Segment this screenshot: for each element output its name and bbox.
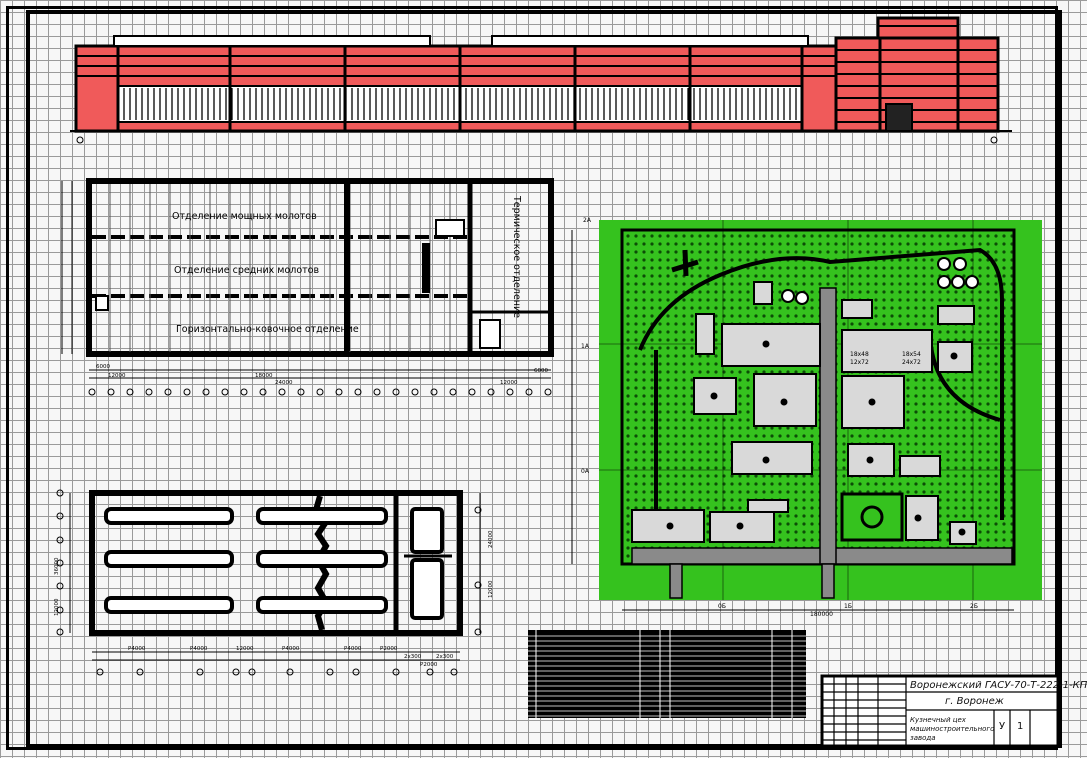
sports-field bbox=[840, 492, 904, 542]
plan-dim-3: 18000 bbox=[255, 373, 273, 379]
roof-dim-left-1: 36000 bbox=[54, 557, 60, 575]
site-plan bbox=[571, 220, 1042, 611]
site-row-0a: 0А bbox=[581, 468, 590, 475]
site-col-2b: 2Б bbox=[970, 603, 978, 610]
roof-plan bbox=[56, 489, 482, 676]
title-block bbox=[820, 674, 1060, 748]
room-label-medium-hammers: Отделение средних молотов bbox=[174, 265, 319, 276]
site-width-dim: 180000 bbox=[810, 611, 833, 618]
site-building-label-4: 24х72 bbox=[902, 359, 921, 366]
roof-dim-2: Р4000 bbox=[190, 646, 208, 652]
specification-table bbox=[528, 630, 806, 718]
room-label-forging: Горизонтально-ковочное отделение bbox=[176, 324, 359, 335]
roof-dim-8: Р2000 bbox=[420, 662, 438, 668]
drawing-frame bbox=[26, 10, 1062, 748]
room-label-heavy-hammers: Отделение мощных молотов bbox=[172, 211, 317, 222]
facade-elevation bbox=[70, 16, 1012, 144]
title-block-caption: Кузнечный цех машиностроительного завода bbox=[910, 716, 995, 742]
plan-dim-2: 12000 bbox=[108, 373, 126, 379]
plan-dim-6: 6000 bbox=[534, 368, 548, 374]
site-row-1a: 1А bbox=[581, 343, 590, 350]
plan-dim-5: 12000 bbox=[500, 380, 518, 386]
roof-dim-left-2: 12000 bbox=[54, 598, 60, 616]
roof-dim-right-2: 12000 bbox=[488, 580, 494, 598]
title-block-city: г. Воронеж bbox=[945, 696, 1004, 707]
room-label-thermal: Термическое отделение bbox=[511, 195, 522, 318]
roof-dim-7: 2х300 bbox=[404, 654, 422, 660]
roof-dim-3: 12000 bbox=[236, 646, 254, 652]
plan-dim-1: 6000 bbox=[96, 364, 110, 370]
outer-frame bbox=[6, 6, 1058, 750]
site-building-label-3: 18х54 bbox=[902, 351, 921, 358]
site-building-label-1: 18х48 bbox=[850, 351, 869, 358]
roof-dim-9: 2х300 bbox=[436, 654, 454, 660]
plan-dim-4: 24000 bbox=[275, 380, 293, 386]
roof-dim-right-1: 24000 bbox=[488, 530, 494, 548]
site-row-2a: 2А bbox=[583, 217, 592, 224]
title-block-sheet-number: 1 bbox=[1017, 721, 1024, 732]
title-block-stage: У bbox=[999, 721, 1006, 732]
roof-dim-1: Р4000 bbox=[128, 646, 146, 652]
site-col-0b: 0Б bbox=[718, 603, 726, 610]
site-col-1b: 1Б bbox=[844, 603, 852, 610]
title-block-code: Воронежский ГАСУ-70-Т-222-1-КП bbox=[910, 680, 1087, 691]
roof-dim-5: Р4000 bbox=[344, 646, 362, 652]
site-building-label-2: 12х72 bbox=[850, 359, 869, 366]
floor-plan bbox=[61, 178, 554, 396]
roof-dim-4: Р4000 bbox=[282, 646, 300, 652]
roof-dim-6: Р2000 bbox=[380, 646, 398, 652]
facade-gate bbox=[885, 103, 913, 132]
